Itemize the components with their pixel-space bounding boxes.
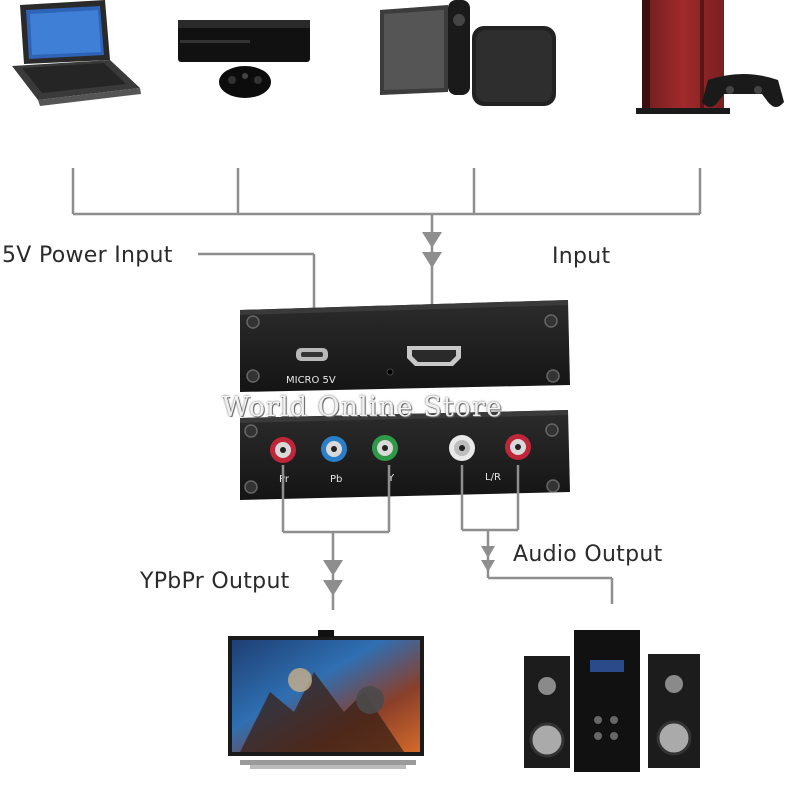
- y-jack: [372, 435, 398, 461]
- audio-output-label: Audio Output: [513, 542, 663, 567]
- output-arrow-icon: [323, 546, 495, 596]
- ps4-console-icon: [636, 0, 784, 114]
- converter-output-panel: Pr Pb Y L/R: [240, 410, 570, 500]
- audio-left-jack: [449, 435, 475, 461]
- tv-icon: [228, 630, 424, 769]
- hdmi-port: [407, 346, 461, 366]
- power-input-label: 5V Power Input: [2, 243, 173, 268]
- laptop-icon: [12, 0, 141, 106]
- streaming-box-icon: [380, 0, 556, 106]
- input-label: Input: [552, 244, 611, 269]
- pr-label: Pr: [279, 474, 290, 485]
- ypbpr-output-label: YPbPr Output: [140, 569, 290, 594]
- input-arrow-icon: [422, 232, 442, 268]
- micro-usb-port: [296, 348, 328, 361]
- lr-label: L/R: [485, 472, 501, 483]
- speakers-icon: [524, 630, 700, 772]
- watermark-text: World Online Store: [222, 392, 503, 423]
- pb-jack: [321, 436, 347, 462]
- y-label: Y: [387, 473, 395, 484]
- pr-jack: [270, 437, 296, 463]
- converter-input-panel: MICRO 5V: [240, 300, 570, 392]
- audio-right-jack: [505, 434, 531, 460]
- pb-label: Pb: [330, 474, 342, 485]
- game-console-icon: [178, 20, 310, 98]
- micro-port-label: MICRO 5V: [286, 375, 336, 386]
